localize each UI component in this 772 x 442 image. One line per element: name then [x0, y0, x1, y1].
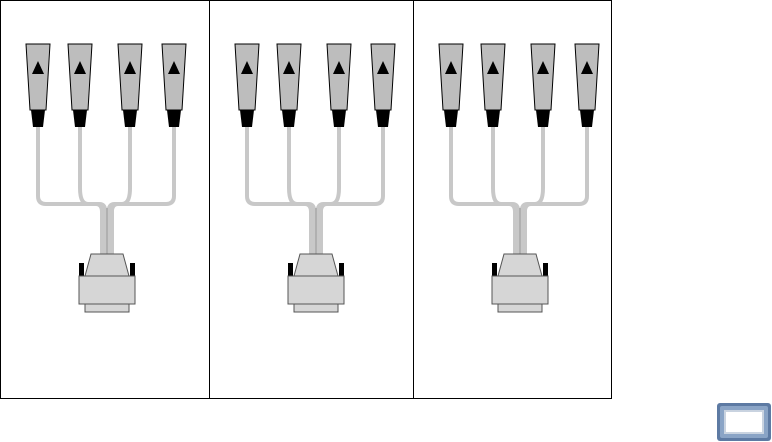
plug-tip — [31, 110, 45, 127]
plug-tip — [332, 110, 346, 127]
page-tab-icon[interactable] — [716, 402, 772, 442]
diagram-frame — [1, 1, 612, 399]
connector-pins — [294, 304, 338, 312]
connector-screw — [543, 263, 548, 277]
plug-body — [26, 44, 50, 110]
plug-tip — [73, 110, 87, 127]
connector-screw — [288, 263, 293, 277]
connector-pins — [85, 304, 129, 312]
connector-screw — [492, 263, 497, 277]
connector-screw — [339, 263, 344, 277]
plug-body — [68, 44, 92, 110]
plug-body — [481, 44, 505, 110]
plug-tip — [444, 110, 458, 127]
plug-body — [235, 44, 259, 110]
plug-body — [575, 44, 599, 110]
plug-body — [327, 44, 351, 110]
plug-body — [162, 44, 186, 110]
connector-shell — [288, 276, 344, 304]
connector-shell — [492, 276, 548, 304]
connector-hood — [294, 254, 338, 276]
connector-shell — [79, 276, 135, 304]
plug-tip — [580, 110, 594, 127]
plug-tip — [486, 110, 500, 127]
connector-screw — [130, 263, 135, 277]
plug-body — [118, 44, 142, 110]
connector-pins — [498, 304, 542, 312]
plug-tip — [240, 110, 254, 127]
plug-tip — [282, 110, 296, 127]
plug-body — [371, 44, 395, 110]
connector-screw — [79, 263, 84, 277]
connector-hood — [498, 254, 542, 276]
plug-tip — [123, 110, 137, 127]
plug-body — [531, 44, 555, 110]
plug-tip — [536, 110, 550, 127]
plug-body — [277, 44, 301, 110]
plug-tip — [167, 110, 181, 127]
plug-body — [439, 44, 463, 110]
connector-hood — [85, 254, 129, 276]
plug-tip — [376, 110, 390, 127]
